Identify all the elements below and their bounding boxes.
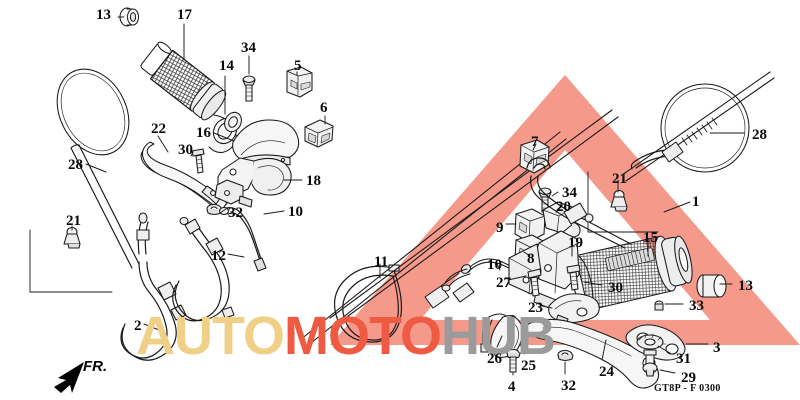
callout-label-21: 21	[66, 213, 81, 229]
callout-label-15: 15	[643, 230, 658, 246]
callout-label-27: 27	[496, 275, 511, 291]
part-31-washer	[636, 333, 667, 350]
part-18-lever-bracket	[214, 157, 292, 208]
part-27-bolt	[527, 268, 542, 297]
callout-label-4: 4	[508, 379, 516, 395]
callout-label-26: 26	[487, 351, 502, 367]
callout-label-6: 6	[320, 100, 328, 116]
part-21-leader-bracket-right	[587, 171, 659, 233]
part-21-grommet-left	[63, 226, 81, 249]
callout-label-10: 10	[288, 204, 303, 220]
callout-label-22: 22	[151, 121, 166, 137]
part-9-switch-upper	[514, 208, 546, 243]
part-1-throttle-cable	[526, 157, 632, 249]
callout-label-28: 28	[752, 127, 767, 143]
callout-label-25: 25	[521, 358, 536, 374]
callout-label-17: 17	[177, 7, 192, 23]
callout-label-16: 16	[196, 125, 211, 141]
callout-label-24: 24	[599, 364, 614, 380]
callout-label-14: 14	[219, 58, 234, 74]
callout-label-18: 18	[306, 173, 321, 189]
callout-label-9: 9	[496, 220, 504, 236]
callout-label-31: 31	[676, 351, 691, 367]
leader-lines	[71, 16, 745, 376]
callout-label-3: 3	[713, 340, 721, 356]
part-5-handlebar-switch	[286, 66, 313, 98]
part-6-wire-connector	[304, 119, 334, 148]
part-21-leader-bracket-left	[29, 229, 113, 293]
callout-label-2: 2	[134, 318, 142, 334]
watermark-segment-auto: AUTO	[136, 306, 285, 366]
callout-label-8: 8	[527, 251, 535, 267]
part-30-screw-upper	[191, 148, 205, 174]
part-right-mirror	[630, 83, 750, 173]
watermark-segment-hub: HUB	[441, 306, 556, 366]
part-33-pin	[654, 300, 664, 311]
long-cables-diagonal	[299, 109, 619, 348]
callout-label-28: 28	[68, 157, 83, 173]
callout-label-11: 11	[374, 254, 389, 270]
front-direction-arrow	[54, 362, 84, 393]
part-21-grommet-right	[610, 189, 628, 212]
callout-label-1: 1	[692, 194, 700, 210]
callout-label-21: 21	[612, 171, 627, 187]
part-32-nut-upper	[206, 203, 223, 216]
part-12-throttle-cable	[120, 212, 235, 361]
watermark-segment-moto: MOTO	[284, 306, 442, 366]
callout-label-30: 30	[178, 142, 193, 158]
callout-label-34: 34	[241, 40, 256, 56]
callout-label-7: 7	[531, 134, 539, 150]
part-4-screw	[506, 348, 521, 373]
callout-label-23: 23	[528, 300, 543, 316]
callout-label-5: 5	[294, 58, 302, 74]
callout-label-20: 20	[556, 199, 571, 215]
callout-label-30: 30	[608, 280, 623, 296]
part-13-bar-end-cap-right	[696, 274, 727, 298]
upper-right-coiled-cable	[621, 71, 775, 182]
watermark-text: AUTOMOTOHUB	[136, 306, 556, 366]
callout-label-29: 29	[681, 370, 696, 386]
callout-label-32: 32	[228, 205, 243, 221]
part-22-brake-lever	[140, 141, 228, 212]
callout-label-19: 19	[568, 235, 583, 251]
diagram-part-number: GT8P - F 0300	[654, 383, 721, 394]
callout-label-12: 12	[211, 248, 226, 264]
callout-label-34: 34	[562, 185, 577, 201]
front-direction-label: FR.	[83, 358, 108, 375]
callout-label-32: 32	[561, 378, 576, 394]
part-29-pivot-bolt	[642, 349, 658, 377]
part-34-bolt-upper	[242, 75, 256, 102]
part-14-throttle-ring	[224, 111, 242, 133]
part-30-screw-right	[566, 264, 581, 291]
callout-label-10: 10	[487, 257, 502, 273]
part-13-grip-end-cap	[119, 7, 140, 27]
callout-label-13: 13	[738, 278, 753, 294]
callout-label-33: 33	[689, 298, 704, 314]
callout-label-13: 13	[96, 7, 111, 23]
part-32-nut-lower	[557, 349, 574, 362]
